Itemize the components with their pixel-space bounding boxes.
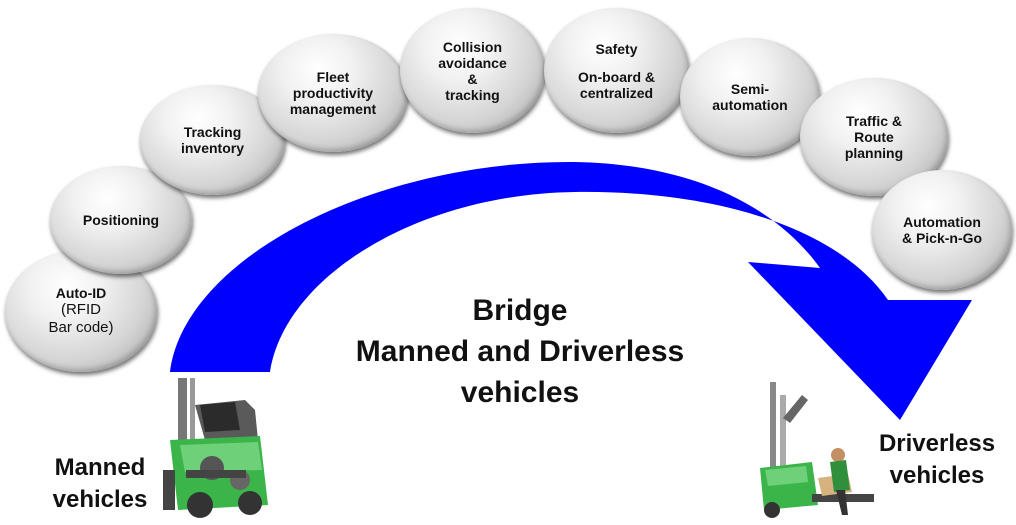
node-collision-line-2: avoidance — [438, 54, 507, 71]
bridge-caption-line-3: vehicles — [460, 376, 580, 409]
node-automation-line-1: Automation — [903, 214, 981, 230]
driverless-vehicle-image — [760, 382, 874, 518]
node-automation: Automation & Pick-n-Go — [872, 170, 1012, 290]
driverless-label-line-2: vehicles — [889, 462, 985, 489]
node-tracking-inventory-line-1: Tracking — [183, 124, 242, 140]
node-fleet-line-2: productivity — [292, 85, 374, 101]
node-semi-automation: Semi- automation — [680, 38, 820, 156]
node-traffic-line-1: Traffic & — [845, 113, 902, 129]
node-collision: Collision avoidance & tracking — [400, 8, 545, 133]
manned-forklift-image — [163, 378, 268, 518]
node-semi-automation-line-2: automation — [712, 97, 788, 113]
node-auto-id-sub-1: (RFID — [60, 301, 101, 318]
node-safety-spacer — [578, 57, 655, 69]
manned-label-line-2: vehicles — [52, 486, 148, 513]
node-auto-id-title: Auto-ID — [55, 285, 107, 301]
driverless-vehicles-label: Driverless vehicles — [862, 428, 1012, 492]
node-positioning-label: Positioning — [82, 212, 160, 228]
node-fleet-line-1: Fleet — [316, 69, 350, 85]
bridge-arrow — [170, 161, 972, 420]
node-fleet-line-3: management — [289, 101, 377, 117]
node-tracking-inventory-line-2: inventory — [180, 140, 244, 156]
driverless-label-line-1: Driverless — [878, 430, 996, 457]
manned-vehicles-label: Manned vehicles — [40, 452, 160, 516]
manned-label-line-1: Manned — [54, 454, 146, 481]
node-traffic-line-3: planning — [844, 145, 904, 161]
node-traffic-line-2: Route — [854, 129, 894, 145]
node-collision-line-1: Collision — [442, 38, 503, 55]
bridge-caption: Bridge Manned and Driverless vehicles — [300, 290, 740, 413]
bridge-caption-line-2: Manned and Driverless — [355, 335, 685, 368]
bridge-caption-line-1: Bridge — [472, 294, 568, 327]
node-semi-automation-line-1: Semi- — [730, 81, 770, 97]
node-auto-id-sub-2: Bar code) — [48, 319, 114, 336]
node-safety-line-3: centralized — [579, 84, 654, 101]
node-safety-line-1: Safety — [595, 40, 638, 57]
node-collision-line-3: & — [467, 70, 478, 87]
node-fleet: Fleet productivity management — [258, 34, 408, 152]
node-safety: Safety On-board & centralized — [544, 8, 689, 133]
node-automation-line-2: & Pick-n-Go — [901, 230, 983, 246]
node-collision-line-4: tracking — [445, 86, 500, 103]
node-safety-line-2: On-board & — [578, 68, 655, 85]
node-auto-id: Auto-ID (RFID Bar code) — [5, 250, 157, 372]
